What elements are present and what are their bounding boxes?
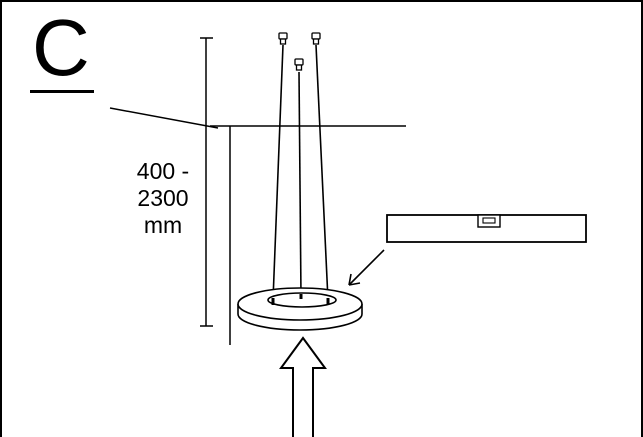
pointer-arrow	[348, 249, 385, 286]
dimension-unit: mm	[143, 212, 183, 238]
dimension-label: 400 - 2300 mm	[122, 158, 204, 239]
dimension-line	[200, 37, 213, 327]
push-up-arrow-icon	[279, 336, 327, 437]
spirit-level-icon	[386, 214, 587, 243]
suspension-wires	[272, 44, 329, 301]
lamp-ring-icon	[237, 287, 363, 331]
dimension-range-end: 2300	[137, 185, 189, 211]
ceiling-reference-line	[109, 107, 219, 129]
dimension-range-start: 400 -	[136, 158, 190, 184]
step-letter: C	[32, 3, 90, 92]
ceiling-mount-icon	[278, 32, 321, 71]
step-letter-underline	[30, 90, 94, 93]
